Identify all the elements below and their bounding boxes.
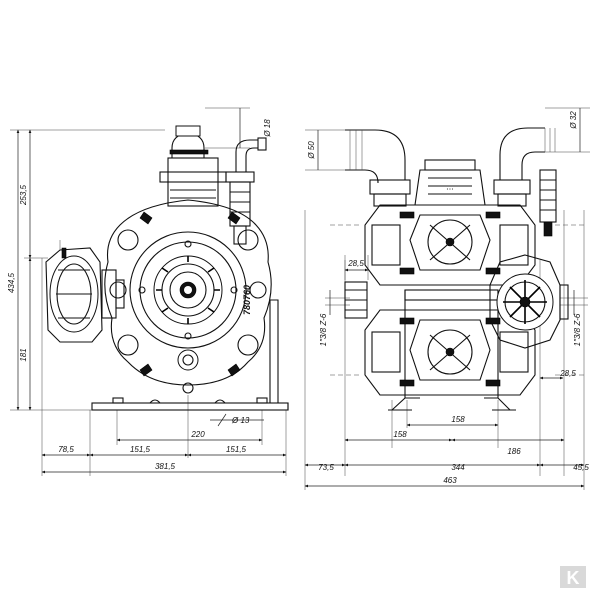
dim-463: 463	[443, 476, 457, 485]
dim-253-5: 253,5	[19, 184, 28, 206]
dim-dia-13: Ø 13	[231, 416, 250, 425]
dim-45-5: 45,5	[573, 463, 589, 472]
front-vertical-dimensions: 434,5 253,5 181 Ø 18	[7, 108, 272, 411]
cap-text-mark: • • •	[447, 186, 454, 191]
front-left-diaphragm	[45, 240, 125, 343]
side-right-elbow	[493, 127, 557, 237]
front-top-manifold	[159, 125, 227, 207]
dim-151-5-left: 151,5	[130, 445, 151, 454]
thread-label-left: 1"3/8 Z-6	[319, 313, 328, 346]
side-top-cap: • • •	[414, 159, 486, 206]
side-left-ports	[344, 281, 368, 319]
side-lower-pump	[364, 309, 536, 396]
dim-dia-50: Ø 50	[307, 141, 316, 160]
side-left-elbow	[345, 129, 411, 207]
dim-344: 344	[451, 463, 465, 472]
dim-181: 181	[19, 348, 28, 361]
side-upper-pump	[364, 204, 536, 286]
dim-381-5: 381,5	[155, 462, 176, 471]
side-right-diaphragm	[489, 254, 569, 349]
dim-186: 186	[507, 447, 521, 456]
side-diameter-dimensions: Ø 50 Ø 32	[307, 108, 581, 170]
watermark-letter: K	[567, 568, 580, 588]
dim-dia-32: Ø 32	[569, 111, 578, 130]
dim-78-5: 78,5	[58, 445, 74, 454]
dim-434-5: 434,5	[7, 272, 16, 293]
thread-label-right: 1"3/8 Z-6	[573, 313, 582, 346]
side-thread-labels: 1"3/8 Z-6 1"3/8 Z-6	[319, 290, 582, 346]
dim-dia-18: Ø 18	[263, 119, 272, 138]
front-extension-lines	[10, 107, 287, 476]
front-base-bracket	[91, 299, 289, 411]
side-view: Ø 50 Ø 32 1"3/8 Z-6 1"3/8 Z-6 28,5 28,5 …	[304, 107, 590, 490]
side-base-stand	[388, 289, 516, 411]
model-marking: 780760	[242, 285, 252, 315]
front-pump-body	[104, 199, 272, 394]
dim-28-5-top: 28,5	[347, 259, 364, 268]
side-horizontal-dimensions: 28,5 28,5 158 158 186 73,5 344 45,5 463	[304, 259, 589, 488]
front-view: 434,5 253,5 181 Ø 18 78,5 220 151,5 151,…	[7, 107, 289, 476]
front-right-elbow	[225, 137, 267, 245]
front-horizontal-dimensions: 78,5 220 151,5 151,5 381,5 Ø 13	[41, 413, 287, 474]
dim-158-outer: 158	[393, 430, 407, 439]
watermark-logo: K	[560, 566, 586, 588]
dim-73-5: 73,5	[318, 463, 334, 472]
dim-151-5-right: 151,5	[226, 445, 247, 454]
dim-220: 220	[190, 430, 205, 439]
dim-158-inner: 158	[451, 415, 465, 424]
dim-28-5-right: 28,5	[559, 369, 576, 378]
